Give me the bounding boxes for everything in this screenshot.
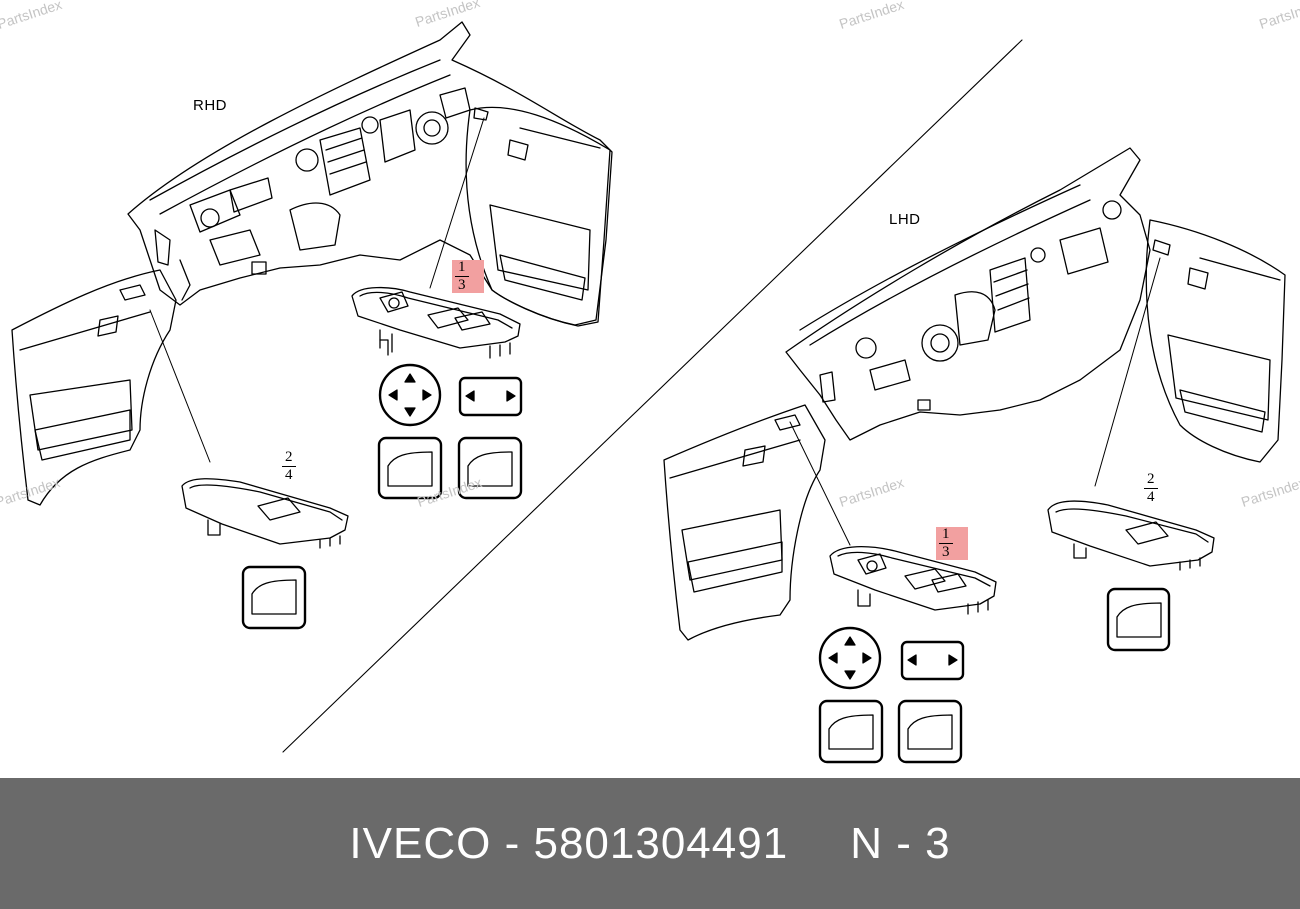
callout-bottom-number: 3: [942, 544, 950, 560]
rhd-leader-line-2: [149, 309, 211, 463]
lhd-section-label: LHD: [889, 211, 921, 228]
rhd-passenger-switch-panel: [181, 478, 349, 549]
part-number: 5801304491: [533, 818, 789, 868]
lhd-left-door-panel: [663, 404, 826, 641]
reference-number: 3: [925, 818, 951, 868]
callout-bottom-number: 4: [285, 467, 293, 483]
callout-top-number: 1: [942, 526, 950, 542]
section-divider-line: [282, 39, 1023, 753]
brand-name: IVECO: [349, 818, 492, 868]
rhd-dashboard: [127, 21, 613, 326]
callout-fraction-bar: [455, 276, 469, 277]
lhd-right-door-panel: [1145, 219, 1286, 463]
callout-bottom-number: 3: [458, 277, 466, 293]
parts-diagram-drawing: [11, 21, 1286, 764]
part-info-footer: IVECO - 5801304491 N - 3: [0, 778, 1300, 909]
rhd-left-door-panel: [11, 269, 177, 506]
rhd-right-door-panel: [465, 106, 611, 327]
lhd-callout-1-3: 1 3: [936, 527, 968, 560]
callout-fraction-bar: [282, 466, 296, 467]
diagram-canvas: PartsIndex PartsIndex PartsIndex PartsIn…: [0, 0, 1300, 764]
callout-top-number: 2: [1147, 471, 1155, 487]
lhd-driver-switch-panel: [829, 546, 997, 615]
callout-top-number: 2: [285, 449, 293, 465]
rhd-callout-2-4: 2 4: [279, 450, 311, 483]
rhd-driver-switch-panel: [351, 286, 521, 359]
reference-label: N: [850, 818, 883, 868]
caption-separator: -: [896, 818, 912, 868]
callout-top-number: 1: [458, 259, 466, 275]
rhd-switch-symbols: [377, 363, 523, 500]
rhd-leader-line-1: [429, 117, 485, 289]
lhd-callout-2-4: 2 4: [1141, 472, 1173, 505]
rhd-passenger-symbol: [241, 565, 307, 630]
lhd-leader-line-1: [789, 421, 851, 546]
callout-bottom-number: 4: [1147, 489, 1155, 505]
part-caption: IVECO - 5801304491 N - 3: [349, 819, 950, 869]
lhd-passenger-switch-panel: [1047, 500, 1215, 571]
lhd-passenger-symbol: [1106, 587, 1171, 652]
caption-separator: -: [504, 818, 521, 868]
rhd-section-label: RHD: [193, 97, 227, 114]
lhd-switch-symbols: [818, 626, 965, 764]
lhd-leader-line-2: [1094, 257, 1161, 487]
lhd-dashboard: [785, 147, 1151, 441]
callout-fraction-bar: [939, 543, 953, 544]
callout-fraction-bar: [1144, 488, 1158, 489]
rhd-callout-1-3: 1 3: [452, 260, 484, 293]
